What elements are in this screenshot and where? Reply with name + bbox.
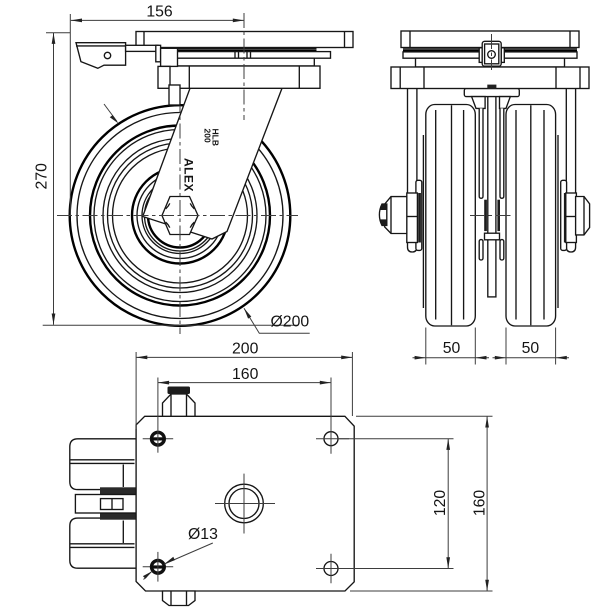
svg-text:ALEX: ALEX (182, 158, 196, 192)
svg-text:50: 50 (443, 340, 461, 357)
svg-text:HLB: HLB (211, 129, 221, 146)
svg-text:Ø13: Ø13 (188, 526, 218, 543)
svg-text:160: 160 (471, 490, 488, 517)
svg-text:270: 270 (34, 163, 51, 190)
svg-text:200: 200 (203, 129, 213, 143)
svg-text:120: 120 (432, 490, 449, 517)
svg-text:50: 50 (522, 340, 540, 357)
svg-text:160: 160 (232, 366, 259, 383)
svg-text:200: 200 (232, 340, 259, 357)
svg-text:Ø200: Ø200 (271, 313, 310, 330)
svg-text:156: 156 (146, 4, 173, 21)
